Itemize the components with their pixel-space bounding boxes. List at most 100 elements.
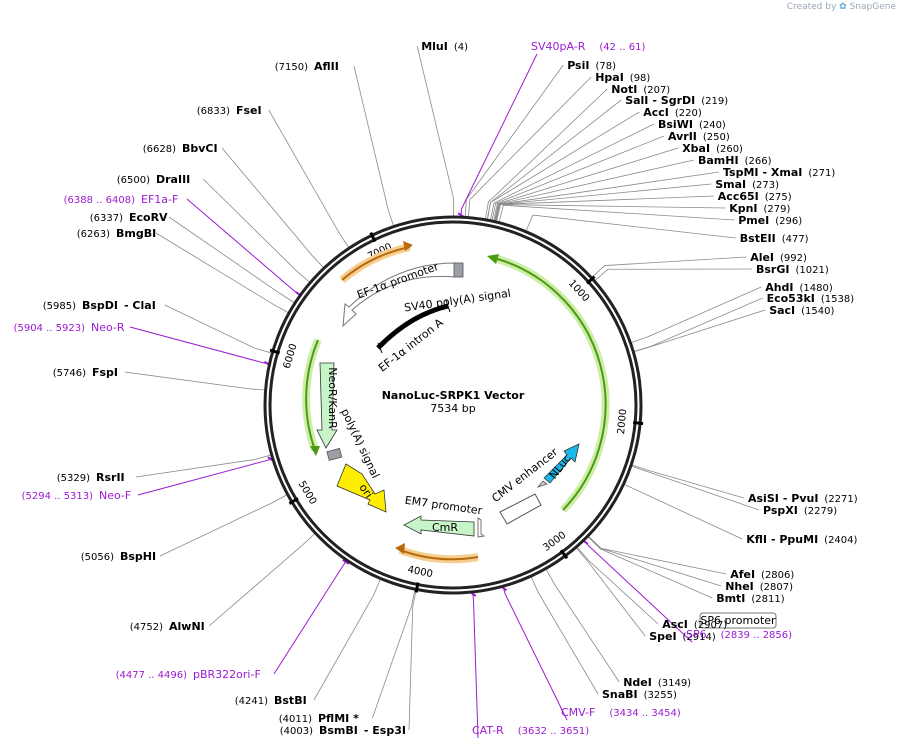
primer-leader-cmv-f — [503, 588, 568, 721]
site-name: HpaI — [595, 71, 624, 84]
site-asci: AscI(2907) — [662, 618, 727, 631]
site-position-bmgbi: (6263) — [77, 229, 110, 240]
site-position-rsrii: (5329) — [57, 473, 90, 484]
ef1a-promoter-arrow — [342, 262, 456, 328]
site-position: (78) — [595, 61, 616, 72]
leader-saci — [634, 309, 766, 352]
site-fspi: FspI — [92, 366, 118, 379]
site-position-fsei: (6833) — [197, 106, 230, 117]
site-bspdi: BspDI- ClaI — [82, 299, 156, 312]
site-name: FspI — [92, 366, 118, 379]
leader-bamhi — [494, 159, 695, 221]
site-name: BamHI — [698, 154, 739, 167]
site-acci: AccI(220) — [643, 106, 702, 119]
leader-bsphi — [159, 494, 287, 557]
leader-avrii — [491, 135, 665, 221]
leader-ecorv — [168, 216, 295, 303]
primer-position: (3632 .. 3651) — [518, 726, 590, 737]
site-bstbi: BstBI — [274, 694, 307, 707]
site-position-ecorv: (6337) — [90, 213, 123, 224]
site-position: (98) — [630, 73, 651, 84]
site-name: NdeI — [623, 676, 652, 689]
site-name: BstBI — [274, 694, 307, 707]
site-bsrgi: BsrGI(1021) — [756, 263, 829, 276]
site-psii: PsiI(78) — [567, 59, 616, 72]
primer-leader-sv40pa-r — [460, 53, 538, 216]
leader-ndei — [545, 569, 620, 683]
site-name: PflMI * — [318, 712, 359, 725]
site-name: AhdI — [765, 281, 793, 294]
leader-alwni — [208, 533, 315, 627]
site-name: NheI — [725, 580, 754, 593]
site-position-bsphi: (5056) — [81, 552, 114, 563]
site-position: (1480) — [800, 283, 833, 294]
site-name-second: - ClaI — [124, 299, 156, 312]
leader-xbai — [493, 147, 679, 221]
leader-draiii — [202, 178, 310, 283]
site-position: (2404) — [824, 535, 857, 546]
site-position: (4) — [454, 42, 468, 53]
site-position: (250) — [703, 132, 730, 143]
site-name: AflII — [314, 60, 339, 73]
leader-acc65i — [495, 195, 714, 222]
sv40-polya-box — [453, 262, 464, 278]
site-position: (3255) — [644, 690, 677, 701]
site-name-second: - Esp3I — [364, 724, 406, 737]
site-name: XbaI — [682, 142, 710, 155]
neor-orf-arc — [305, 339, 319, 451]
site-ndei: NdeI(3149) — [623, 676, 691, 689]
leader-smai — [495, 183, 712, 221]
site-position: (2807) — [760, 582, 793, 593]
neor-orf-arrowhead — [310, 446, 320, 456]
leader-kfli — [624, 484, 743, 540]
site-tspmi: TspMI- XmaI(271) — [723, 166, 835, 179]
site-name: AsiSI — [748, 492, 779, 505]
site-kfli: KflI- PpuMI(2404) — [746, 533, 857, 546]
leader-bsmbi — [408, 590, 417, 731]
leader-snabi — [530, 576, 599, 695]
site-position-bstbi: (4241) — [235, 696, 268, 707]
site-position: (2907) — [694, 620, 727, 631]
ef1a-intron-start-tick — [445, 299, 451, 313]
site-position-pflmi: (4011) — [279, 714, 312, 725]
ori-arrow — [336, 463, 387, 513]
cmr-label: CmR — [432, 521, 458, 534]
leader-aflii — [353, 65, 394, 226]
site-bmgbi: BmgBI — [116, 227, 156, 240]
site-position: (273) — [752, 180, 779, 191]
site-position-draiii: (6500) — [117, 175, 150, 186]
tick-5000 — [288, 497, 299, 505]
site-position: (1021) — [795, 265, 828, 276]
leader-psii — [464, 64, 564, 217]
nluc-arrow — [543, 443, 580, 484]
site-name: SnaBI — [602, 688, 638, 701]
site-spei: SpeI(2914) — [649, 630, 716, 643]
primer-name: CAT-R — [472, 724, 504, 737]
site-kpni: KpnI(279) — [729, 202, 790, 215]
inner-features — [316, 262, 580, 538]
sv40-polya-label: SV40 poly(A) signal — [403, 287, 511, 315]
site-position-bspdi: (5985) — [43, 301, 76, 312]
site-alei: AleI(992) — [750, 251, 807, 264]
site-name: SalI — [625, 94, 648, 107]
tick-7000 — [369, 231, 377, 243]
site-name: TspMI — [723, 166, 759, 179]
site-name: BsmBI — [319, 724, 358, 737]
primer-cat-r: CAT-R (3632 .. 3651) — [472, 724, 589, 737]
site-bsphi: BspHI — [120, 550, 156, 563]
leader-eco53ki — [634, 297, 763, 352]
site-xbai: XbaI(260) — [682, 142, 743, 155]
ef1a-orf-arc — [341, 246, 411, 281]
leader-bsteii — [525, 214, 736, 239]
leader-kpni — [496, 204, 726, 222]
snapgene-logo-icon: ✿ — [839, 2, 847, 12]
site-labels: MluI(4)PsiI(78)HpaI(98)NotI(207)SalI- Sg… — [14, 40, 858, 737]
site-name: AvrII — [668, 130, 697, 143]
primer-position-pbr322ori-f: (4477 .. 4496) — [116, 670, 188, 681]
site-name-separator: - SgrDI — [652, 94, 695, 107]
plasmid-size: 7534 bp — [430, 402, 475, 415]
site-position: (1538) — [821, 294, 854, 305]
site-position-bbvci: (6628) — [143, 144, 176, 155]
site-name: SpeI — [649, 630, 676, 643]
